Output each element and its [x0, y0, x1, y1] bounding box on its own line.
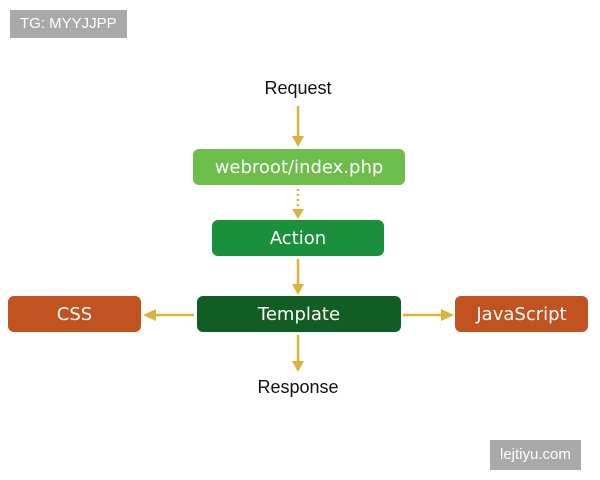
arrow-action-to-template [292, 259, 304, 295]
arrow-webroot-to-action [292, 189, 304, 219]
request-label: Request [264, 78, 332, 98]
arrow-template-to-response [292, 335, 304, 372]
watermark-bottom-right: lejtiyu.com [490, 440, 581, 470]
action-node-label: Action [269, 227, 327, 249]
arrow-request-to-webroot [292, 106, 304, 147]
template-node: Template [197, 296, 401, 332]
webroot-node: webroot/index.php [193, 149, 405, 185]
webroot-node-label: webroot/index.php [214, 156, 384, 178]
javascript-node-label: JavaScript [476, 303, 567, 325]
css-node-label: CSS [56, 303, 93, 325]
response-label: Response [257, 377, 339, 397]
javascript-node: JavaScript [455, 296, 588, 332]
template-node-label: Template [257, 303, 341, 325]
action-node: Action [212, 220, 384, 256]
arrow-template-to-css [143, 309, 194, 321]
arrow-template-to-javascript [403, 309, 454, 321]
css-node: CSS [8, 296, 141, 332]
watermark-top-left: TG: MYYJJPP [10, 10, 127, 38]
